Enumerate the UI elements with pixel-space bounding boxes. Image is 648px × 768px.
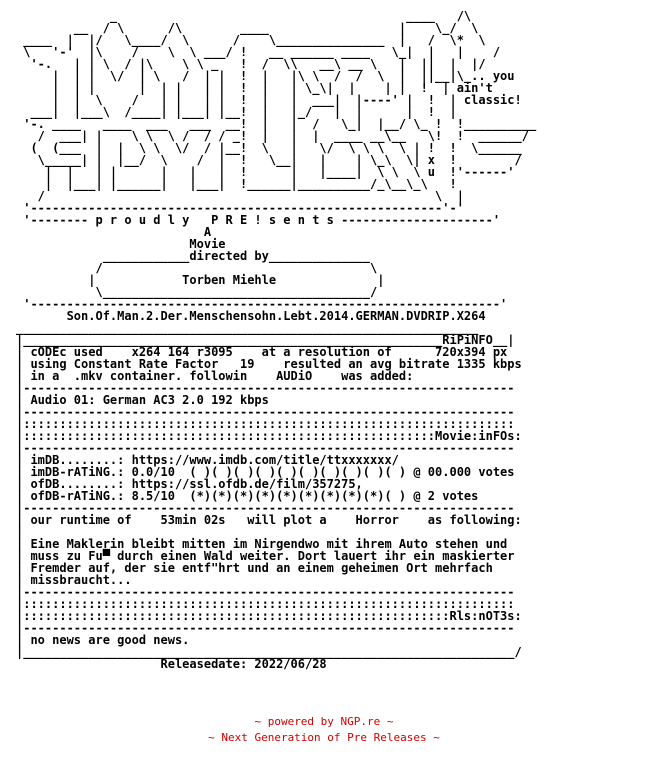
tagline-link[interactable]: ~ Next Generation of Pre Releases ~ bbox=[0, 730, 648, 746]
credits-footer: ~ powered by NGP.re ~ ~ Next Generation … bbox=[0, 714, 648, 746]
nfo-ascii-art-document: _ ____ /\ __ / \ /\ ____ | \_/ \ ____ | … bbox=[16, 10, 537, 670]
powered-by-link[interactable]: ~ powered by NGP.re ~ bbox=[0, 714, 648, 730]
tagline-text[interactable]: ~ Next Generation of Pre Releases ~ bbox=[208, 731, 440, 744]
powered-by-text[interactable]: ~ powered by NGP.re ~ bbox=[254, 715, 394, 728]
